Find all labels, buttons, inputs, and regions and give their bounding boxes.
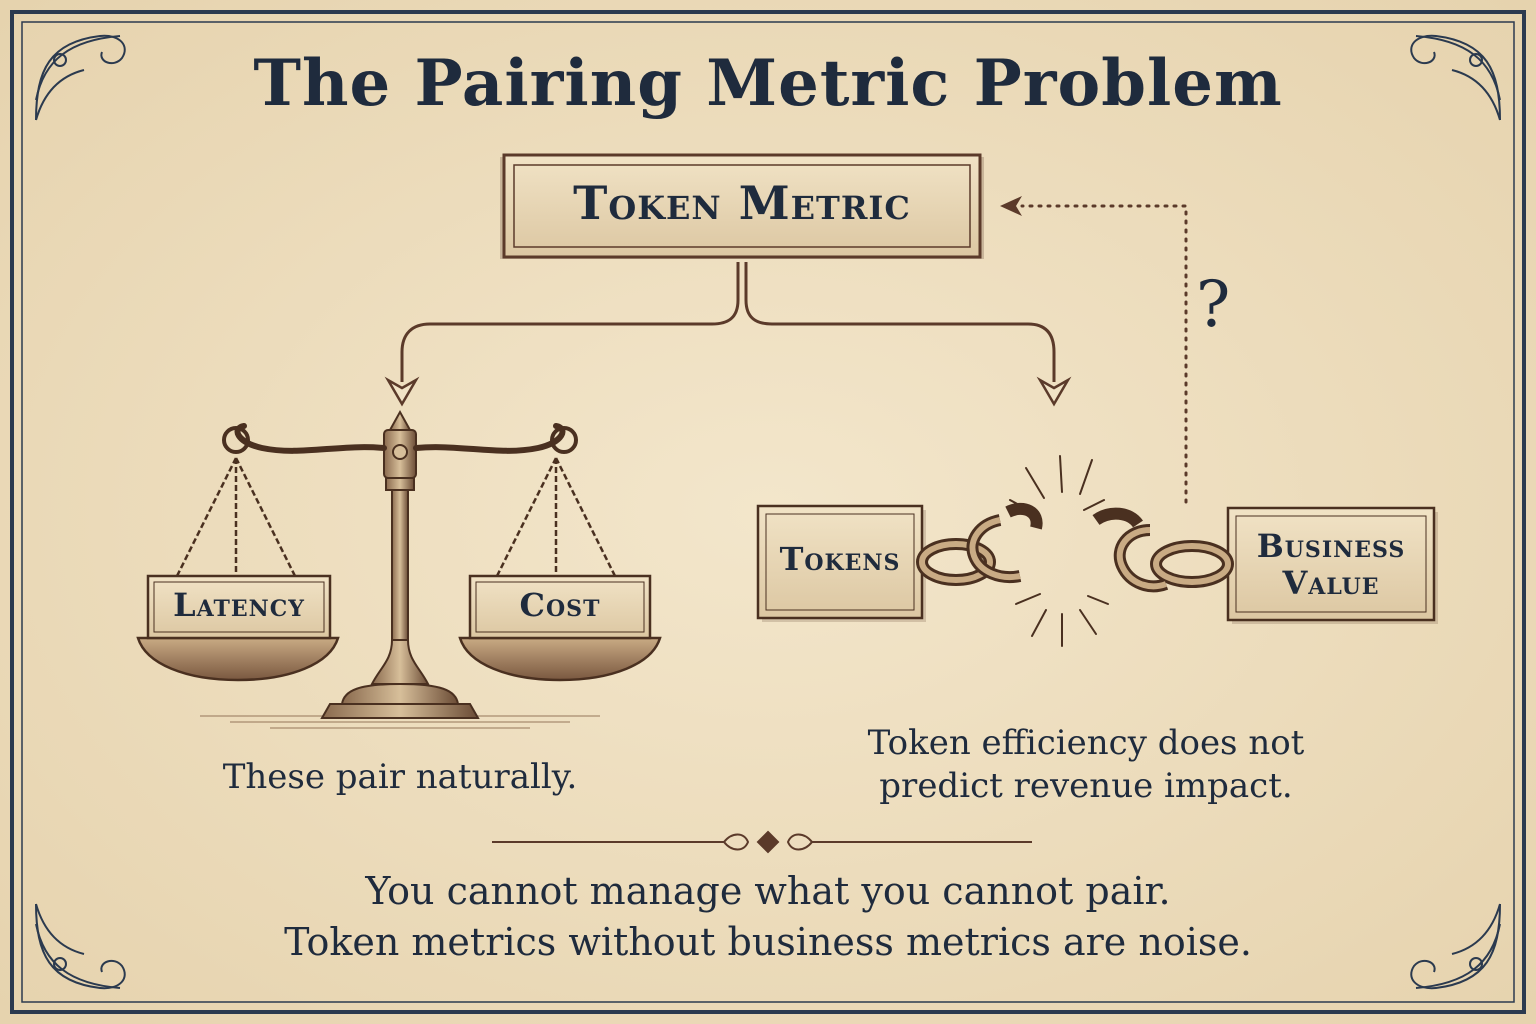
scale-caption: These pair naturally. bbox=[222, 757, 578, 797]
cost-label: Cost bbox=[519, 586, 601, 624]
footer-line-1: You cannot manage what you cannot pair. bbox=[365, 869, 1171, 913]
dotted-feedback-arrow bbox=[1000, 196, 1188, 504]
corner-flourish-bottom-right bbox=[1410, 903, 1501, 990]
corner-flourish-top-left bbox=[35, 34, 126, 121]
broken-chain-icon bbox=[756, 455, 1438, 647]
chain-caption: Token efficiency does not predict revenu… bbox=[836, 722, 1336, 807]
business-value-line-1: Business bbox=[1256, 527, 1406, 565]
token-metric-box bbox=[500, 153, 984, 259]
corner-flourish-bottom-left bbox=[35, 903, 126, 990]
chain-caption-line-1: Token efficiency does not bbox=[867, 723, 1305, 763]
token-metric-label: Token Metric bbox=[573, 176, 911, 230]
footer-line-2: Token metrics without business metrics a… bbox=[284, 920, 1252, 965]
business-value-line-2: Value bbox=[1282, 563, 1380, 602]
question-mark: ? bbox=[1196, 268, 1231, 342]
page-title: The Pairing Metric Problem bbox=[253, 46, 1283, 121]
outer-border bbox=[10, 10, 1526, 1014]
balance-scale-icon bbox=[136, 409, 662, 729]
branch-arrow-right-icon bbox=[1036, 376, 1072, 407]
corner-flourish-top-right bbox=[1410, 34, 1501, 121]
tokens-label: Tokens bbox=[779, 540, 901, 578]
footer-message: You cannot manage what you cannot pair. … bbox=[0, 866, 1536, 969]
business-value-label: Business Value bbox=[1228, 528, 1434, 602]
branch-connector bbox=[400, 262, 1056, 382]
chain-caption-line-2: predict revenue impact. bbox=[879, 765, 1293, 806]
separator-ornament bbox=[492, 830, 1032, 854]
branch-arrow-left-icon bbox=[384, 376, 420, 407]
latency-label: Latency bbox=[173, 586, 305, 624]
